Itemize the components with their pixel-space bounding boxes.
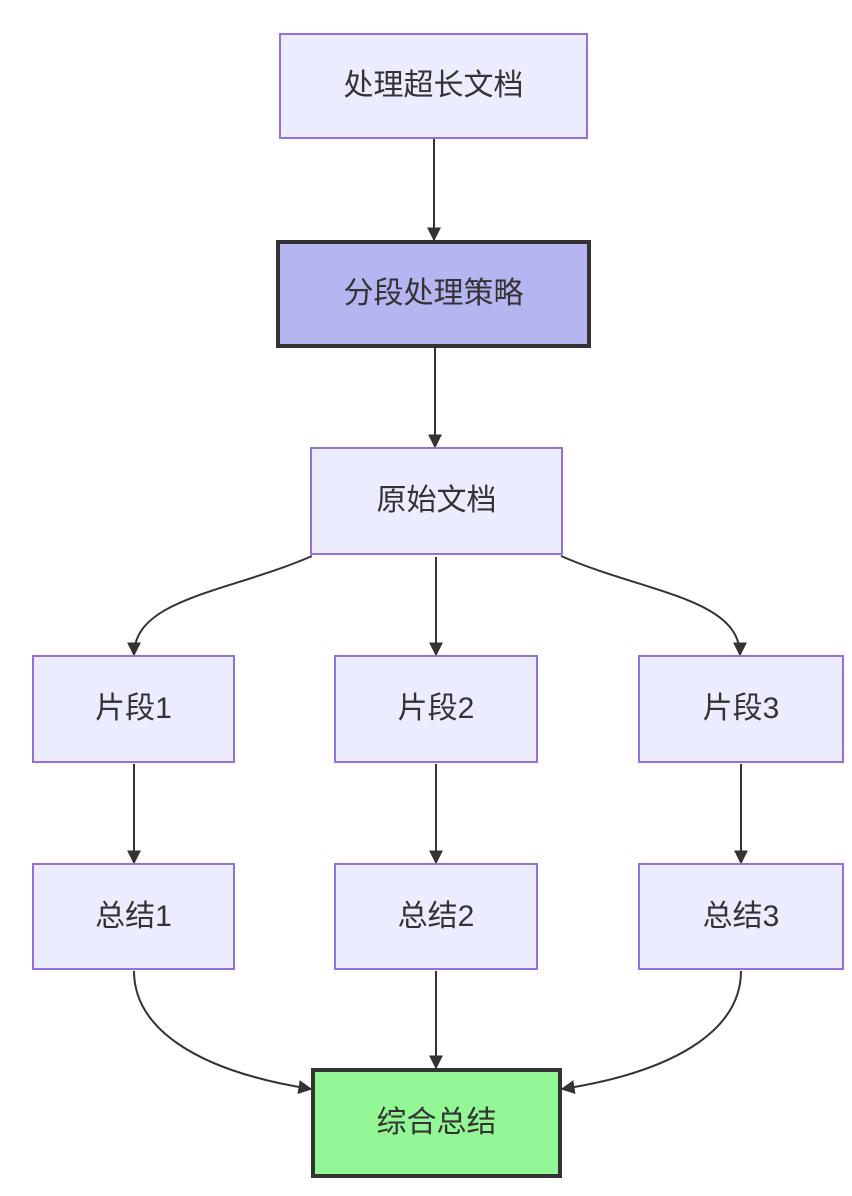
edge-original-to-fragment-1: [127, 555, 313, 657]
node-summary-2: 总结2: [334, 863, 538, 970]
node-segmentation-strategy: 分段处理策略: [276, 240, 591, 348]
edge-original-to-fragment-3: [560, 555, 747, 657]
node-fragment-3: 片段3: [638, 655, 844, 763]
node-final-summary: 综合总结: [311, 1068, 562, 1178]
node-fragment-1: 片段1: [32, 655, 235, 763]
node-original-document: 原始文档: [310, 447, 563, 555]
node-process-long-document: 处理超长文档: [279, 33, 588, 139]
node-summary-1: 总结1: [32, 863, 235, 970]
node-fragment-2: 片段2: [334, 655, 538, 763]
edge-summary-3-to-final: [560, 970, 742, 1094]
node-summary-3: 总结3: [638, 863, 844, 970]
edge-summary-1-to-final: [133, 970, 313, 1094]
